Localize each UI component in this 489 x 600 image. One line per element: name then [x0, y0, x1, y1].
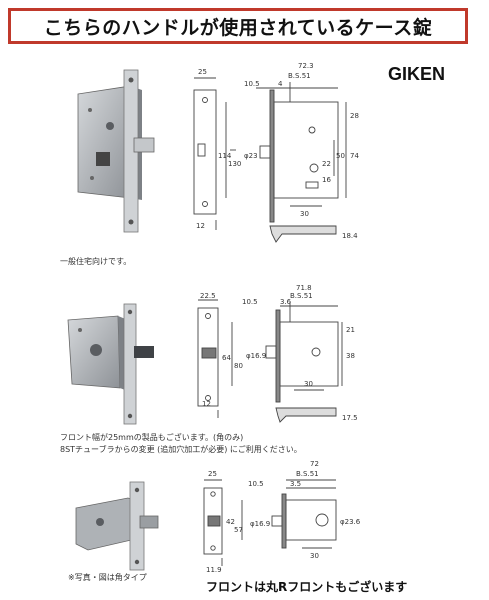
lock1-dim-30: 30 [300, 210, 309, 218]
lock2-caption-line1: フロント幅が25mmの製品もございます。(角のみ) [60, 433, 244, 442]
lock2-dim-12: 12 [202, 400, 211, 408]
lock2-caption-line2: 8STチューブラからの変更 (追加穴加工が必要) にご利用ください。 [60, 445, 302, 454]
lock1-dim-16: 16 [322, 176, 331, 184]
lock1-dim-depth: 72.3 [298, 62, 314, 70]
lock3-dim-depth: 72 [310, 460, 319, 468]
header-banner: こちらのハンドルが使用されているケース錠 [8, 8, 468, 44]
lock3-dim-10-5: 10.5 [248, 480, 264, 488]
lock3-dim-front-width: 25 [208, 470, 217, 478]
lock3-dim-3-5: 3.5 [290, 480, 301, 488]
lock1-dim-114: 114 [218, 152, 232, 160]
lock2-dim-30: 30 [304, 380, 313, 388]
lock2-dim-phi16-9: φ16.9 [246, 352, 266, 360]
lock3-caption: ※写真・図は角タイプ [68, 573, 147, 582]
lock3-dim-phi16-9: φ16.9 [250, 520, 270, 528]
page-title: こちらのハンドルが使用されているケース錠 [43, 16, 433, 39]
lock1-dim-phi23: φ23 [244, 152, 258, 160]
lock3-dim-11-9: 11.9 [206, 566, 222, 574]
lock1-dim-74: 74 [350, 152, 359, 160]
lock2-dim-10-5: 10.5 [242, 298, 258, 306]
lock2-dim-64: 64 [222, 354, 231, 362]
lock3-dim-57: 57 [234, 526, 243, 534]
footer-note: フロントは丸Rフロントもございます [206, 580, 408, 594]
lock2-dim-backset: B.S.51 [290, 292, 313, 300]
lock1-photo [77, 69, 155, 233]
lock3-dim-phi23-6: φ23.6 [340, 518, 361, 526]
lock3-dim-backset: B.S.51 [296, 470, 319, 478]
lock2-dim-38: 38 [346, 352, 355, 360]
lock1-dim-4: 4 [278, 80, 283, 88]
lock1-caption: 一般住宅向けです。 [60, 257, 132, 266]
brand-logo: GIKEN [388, 64, 446, 84]
lock1-dim-12: 12 [196, 222, 205, 230]
lock1-dim-10-5: 10.5 [244, 80, 260, 88]
lock3-photo [75, 481, 159, 571]
lock3-dim-42: 42 [226, 518, 235, 526]
lock2-dim-front-width: 22.5 [200, 292, 216, 300]
lock2-dim-depth: 71.8 [296, 284, 312, 292]
lock1-dim-backset: B.S.51 [288, 72, 311, 80]
lock1-dim-front-width: 25 [198, 68, 207, 76]
lock1-dim-50: 50 [336, 152, 345, 160]
lock1-drawing: 25 72.3 B.S.51 10.5 4 114 130 φ23 28 50 … [193, 62, 359, 243]
lock1-dim-28: 28 [350, 112, 359, 120]
lock1-dim-130: 130 [228, 160, 241, 168]
lock2-drawing: 22.5 71.8 B.S.51 10.5 3.6 64 80 φ16.9 21… [197, 284, 358, 423]
lock2-dim-80: 80 [234, 362, 243, 370]
lock2-dim-3-6: 3.6 [280, 298, 292, 306]
lock3-drawing: 25 72 B.S.51 10.5 3.5 42 57 φ16.9 φ23.6 … [203, 460, 361, 574]
lock1-dim-18-4: 18.4 [342, 232, 358, 240]
lock3-dim-30: 30 [310, 552, 319, 560]
lock2-dim-17-5: 17.5 [342, 414, 358, 422]
lock2-photo [67, 303, 154, 425]
lock1-dim-22: 22 [322, 160, 331, 168]
lock2-dim-21: 21 [346, 326, 355, 334]
